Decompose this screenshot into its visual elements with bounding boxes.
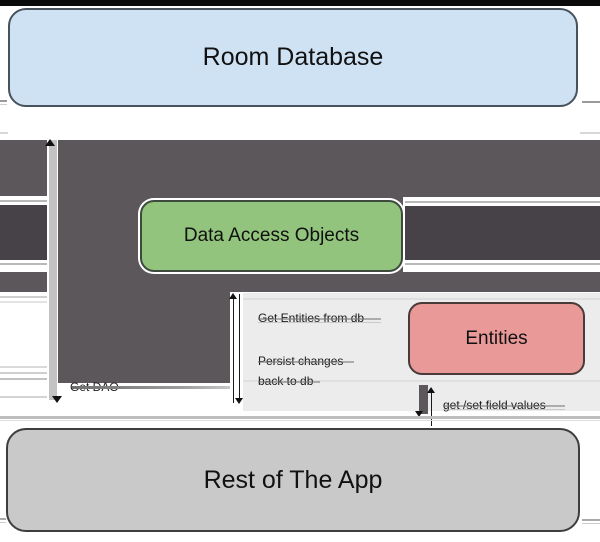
artifact-line xyxy=(258,361,354,363)
arrowhead-down-icon xyxy=(235,398,243,404)
artifact-line xyxy=(0,296,47,298)
block-arrow-band-right xyxy=(403,272,600,292)
artifact-line xyxy=(258,322,381,323)
block-arrow-lower-column xyxy=(58,292,230,383)
artifact-line xyxy=(582,519,600,521)
thin-arrow-up-line xyxy=(233,296,234,403)
artifact-line xyxy=(0,301,47,303)
artifact-line xyxy=(405,263,600,265)
block-arrow-left-band xyxy=(0,272,47,292)
artifact-line xyxy=(0,416,600,419)
node-entities-label: Entities xyxy=(465,327,528,349)
artifact-line xyxy=(0,100,7,102)
artifact-line xyxy=(0,522,6,523)
artifact-line xyxy=(243,298,600,300)
arrowhead-down-icon xyxy=(415,411,423,417)
arrowhead-down-icon xyxy=(52,396,62,403)
node-rest-of-app-label: Rest of The App xyxy=(203,465,383,494)
block-arrow-left-top xyxy=(0,140,47,196)
artifact-line xyxy=(0,518,6,520)
vertical-arrow-shaft xyxy=(48,140,58,400)
artifact-line xyxy=(582,101,600,103)
arrowhead-up-icon xyxy=(427,387,435,393)
artifact-line xyxy=(0,104,7,105)
artifact-line xyxy=(72,386,230,389)
artifact-line xyxy=(0,396,47,398)
node-room-database: Room Database xyxy=(8,8,578,107)
node-rest-of-app: Rest of The App xyxy=(6,428,580,532)
node-room-database-label: Room Database xyxy=(202,43,384,71)
node-entities: Entities xyxy=(408,302,585,375)
block-arrow-left-dark-band xyxy=(0,205,47,260)
artifact-line xyxy=(0,132,8,134)
artifact-line xyxy=(405,201,600,203)
node-data-access-objects: Data Access Objects xyxy=(140,200,403,272)
thin-arrow-down-line xyxy=(239,294,240,398)
arrowhead-up-icon xyxy=(45,139,55,146)
artifact-line xyxy=(258,318,381,320)
artifact-line xyxy=(582,523,600,524)
artifact-line xyxy=(0,200,47,202)
artifact-line xyxy=(0,263,47,265)
arrowhead-up-icon xyxy=(229,293,237,299)
small-block-arrow-shaft xyxy=(419,385,428,414)
thin-arrow-up-line2 xyxy=(431,390,432,426)
artifact-line xyxy=(0,378,47,380)
artifact-line xyxy=(0,366,47,368)
artifact-line xyxy=(580,132,600,134)
block-arrow-top-band xyxy=(58,140,600,197)
artifact-line xyxy=(258,381,320,383)
artifact-line xyxy=(0,420,600,421)
block-arrow-right-dark-band xyxy=(405,206,600,260)
top-black-bar xyxy=(0,0,600,6)
node-dao-label: Data Access Objects xyxy=(183,225,360,246)
artifact-line xyxy=(243,380,600,382)
artifact-line xyxy=(443,409,565,410)
artifact-line xyxy=(0,372,47,374)
artifact-line xyxy=(443,405,565,407)
